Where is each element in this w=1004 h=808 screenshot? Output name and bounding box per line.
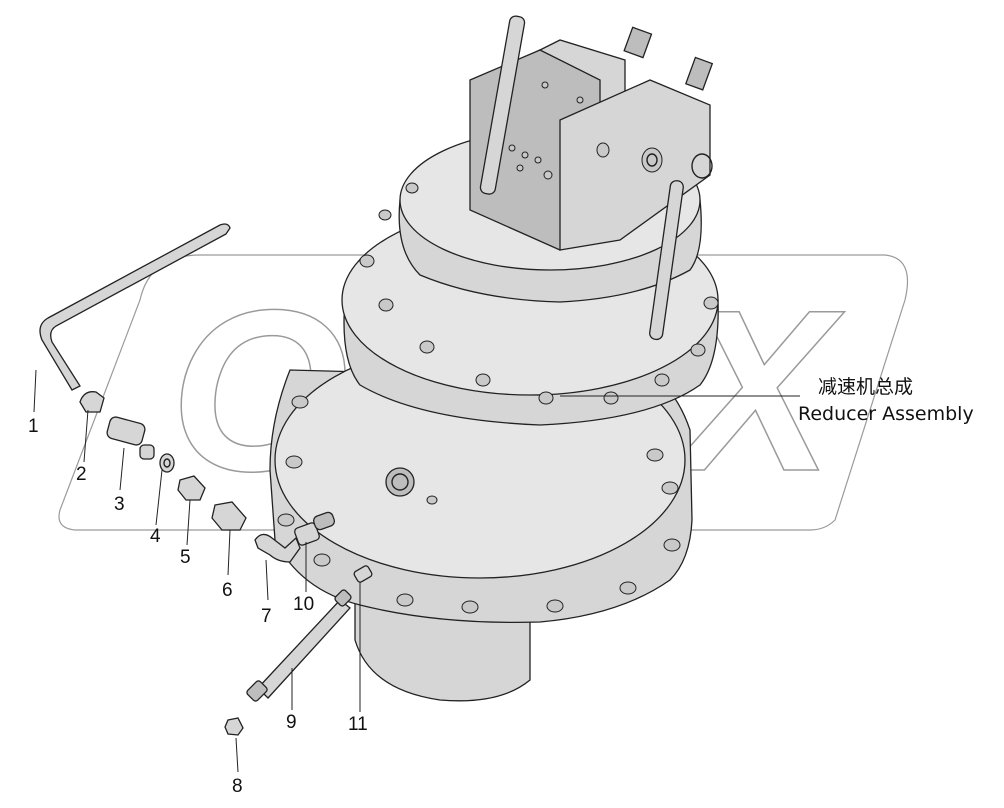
- part-label-5: 5: [180, 547, 191, 568]
- part-3-valve-fitting: [106, 416, 155, 460]
- part-label-2: 2: [76, 464, 87, 485]
- leader-lines: [33, 369, 800, 773]
- part-1-pipe: [39, 223, 231, 391]
- reducer-body: [269, 15, 719, 702]
- part-7-elbow: [254, 533, 301, 563]
- part-2-clamp: [79, 391, 105, 413]
- part-6-coupler: [211, 501, 247, 531]
- part-label-9: 9: [286, 712, 297, 733]
- part-label-3: 3: [114, 494, 125, 515]
- part-label-7: 7: [261, 606, 272, 627]
- part-labels: 1 2 3 4 5 6 7 10 11 9 8: [28, 416, 368, 797]
- assembly-name-cn: 减速机总成: [818, 376, 913, 398]
- part-11-fitting: [353, 565, 373, 583]
- part-8-plug: [224, 717, 244, 736]
- part-label-11: 11: [348, 714, 368, 735]
- part-4-washer: [159, 453, 175, 473]
- assembly-name-en: Reducer Assembly: [798, 403, 974, 425]
- part-label-1: 1: [28, 416, 39, 437]
- part-label-6: 6: [222, 580, 233, 601]
- part-10-connector: [294, 511, 336, 546]
- part-5-nut: [177, 475, 206, 501]
- part-label-8: 8: [232, 776, 243, 797]
- part-9-hose: [246, 589, 352, 702]
- assembly-callout: 减速机总成 Reducer Assembly: [798, 376, 974, 425]
- part-label-4: 4: [150, 526, 161, 547]
- part-label-10: 10: [293, 594, 314, 615]
